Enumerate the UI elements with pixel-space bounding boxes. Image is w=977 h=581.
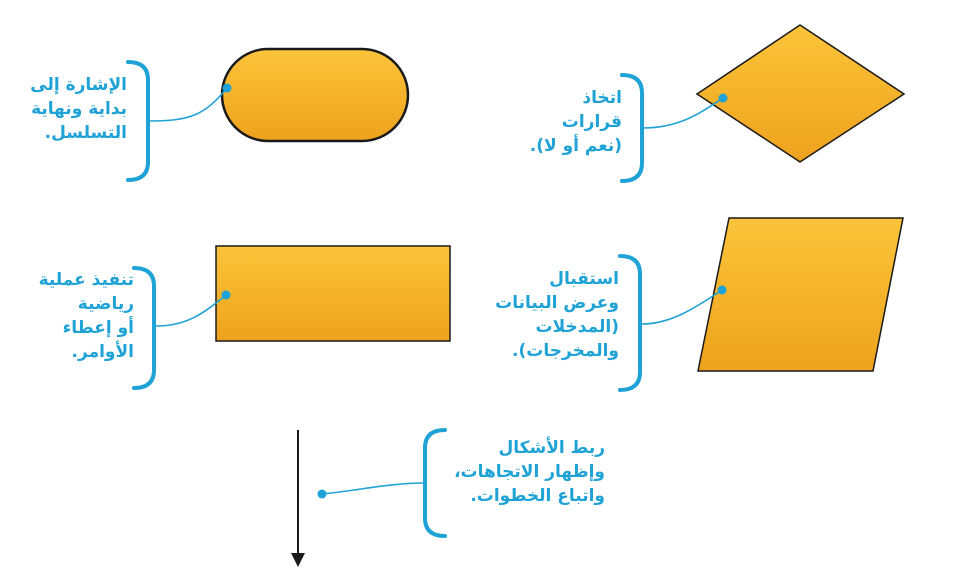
label-decision: اتخاذ قرارات (نعم أو لا). [529,88,622,156]
dot-process [221,290,231,300]
label-flow-arrow: ربط الأشكال وإظهار الاتجاهات، واتباع الخ… [454,438,605,506]
leader-decision [642,97,724,129]
dot-input-output [717,285,727,295]
leader-input-output [641,289,723,325]
label-process: تنفيذ عملية رياضية أو إعطاء الأوامر. [38,270,134,362]
label-input-output: استقبال وعرض البيانات (المدخلات والمخرجا… [495,269,619,361]
dot-terminator [222,83,232,93]
dot-flow-arrow [317,489,327,499]
decision-shape [695,24,906,163]
bracket-process [132,266,156,390]
terminator-shape [220,47,410,143]
bracket-terminator [126,60,150,182]
label-terminator: الإشارة إلى بداية ونهاية التسلسل. [30,75,127,143]
process-shape [215,245,451,342]
leader-flow-arrow [321,482,424,495]
leader-terminator [149,87,228,122]
flow-arrowhead [291,553,305,567]
input-output-shape [697,217,904,372]
bracket-decision [620,73,644,183]
leader-process [155,294,227,327]
dot-decision [718,93,728,103]
bracket-flow-arrow [423,428,447,538]
bracket-input-output [618,254,642,392]
